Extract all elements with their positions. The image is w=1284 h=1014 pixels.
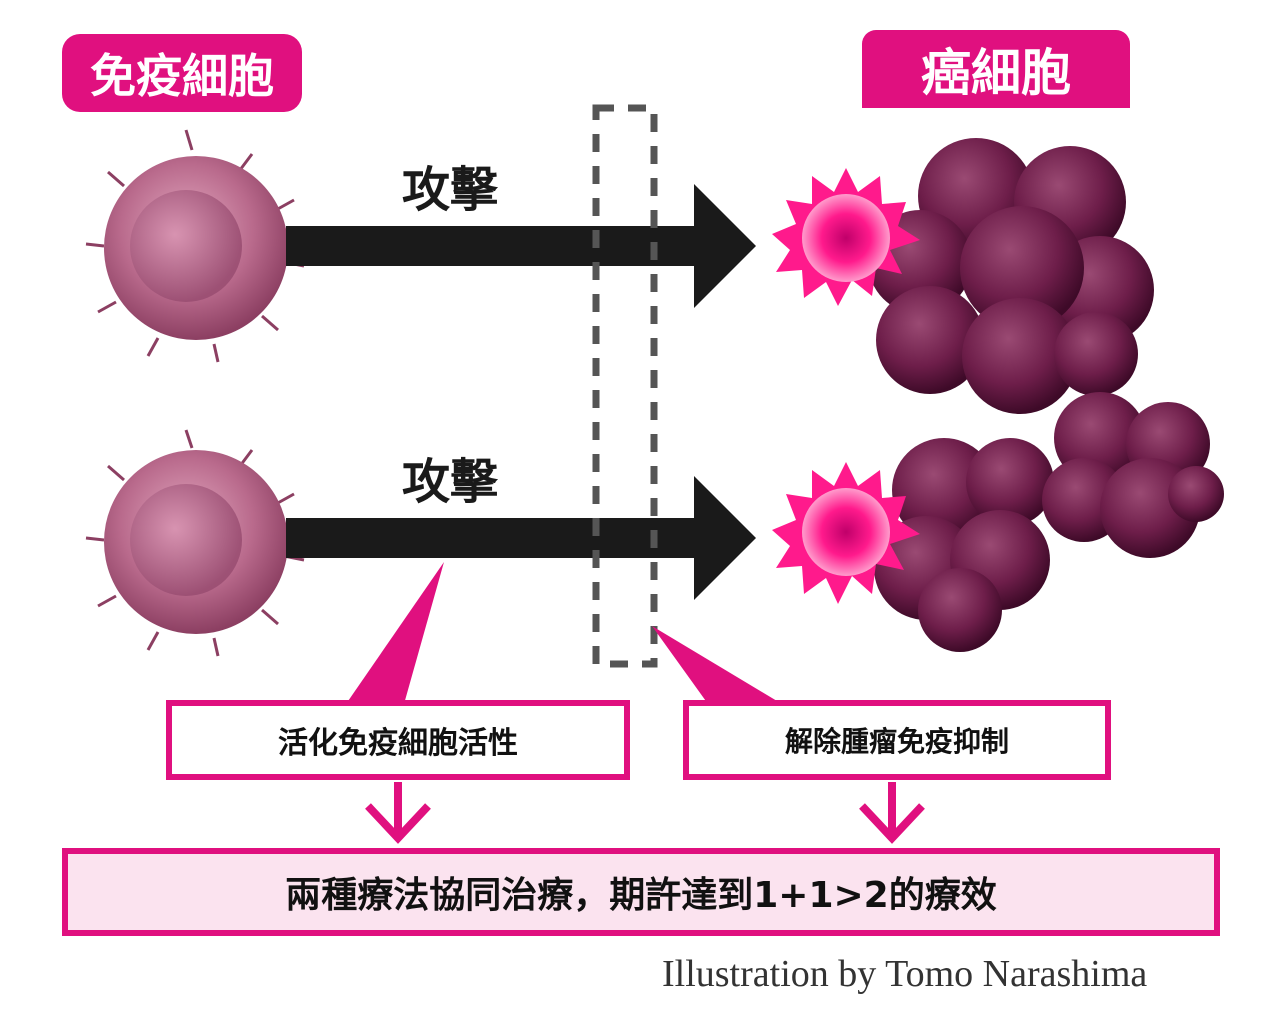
dashed-barrier bbox=[592, 104, 658, 668]
down-arrow-right bbox=[859, 782, 925, 844]
activate-immune-box: 活化免疫細胞活性 bbox=[166, 700, 630, 780]
cancer-cluster-2 bbox=[874, 438, 1054, 652]
pointer-left bbox=[346, 562, 444, 704]
pointer-right bbox=[652, 626, 782, 704]
attack-label-2: 攻擊 bbox=[402, 454, 499, 510]
cancer-cluster-1 bbox=[868, 138, 1154, 414]
immune-cell-label: 免疫細胞 bbox=[62, 34, 302, 112]
synergy-text: 兩種療法協同治療，期許達到1+1>2的療效 bbox=[285, 875, 997, 916]
cancer-cell-label: 癌細胞 bbox=[862, 30, 1130, 108]
impact-burst-1 bbox=[772, 168, 920, 306]
activate-immune-text: 活化免疫細胞活性 bbox=[278, 726, 518, 761]
release-suppression-box: 解除腫瘤免疫抑制 bbox=[683, 700, 1111, 780]
down-arrow-left bbox=[365, 782, 431, 844]
release-suppression-text: 解除腫瘤免疫抑制 bbox=[784, 725, 1009, 758]
illustration-credit: Illustration by Tomo Narashima bbox=[662, 953, 1148, 995]
attack-arrow-2 bbox=[286, 476, 756, 600]
attack-arrow-1 bbox=[286, 184, 756, 308]
immune-cell-1 bbox=[85, 129, 305, 363]
cancer-cluster-3 bbox=[1042, 392, 1224, 558]
synergy-box: 兩種療法協同治療，期許達到1+1>2的療效 bbox=[62, 848, 1220, 936]
impact-burst-2 bbox=[772, 462, 920, 604]
attack-label-1: 攻擊 bbox=[402, 162, 499, 218]
immune-cell-2 bbox=[85, 429, 305, 657]
